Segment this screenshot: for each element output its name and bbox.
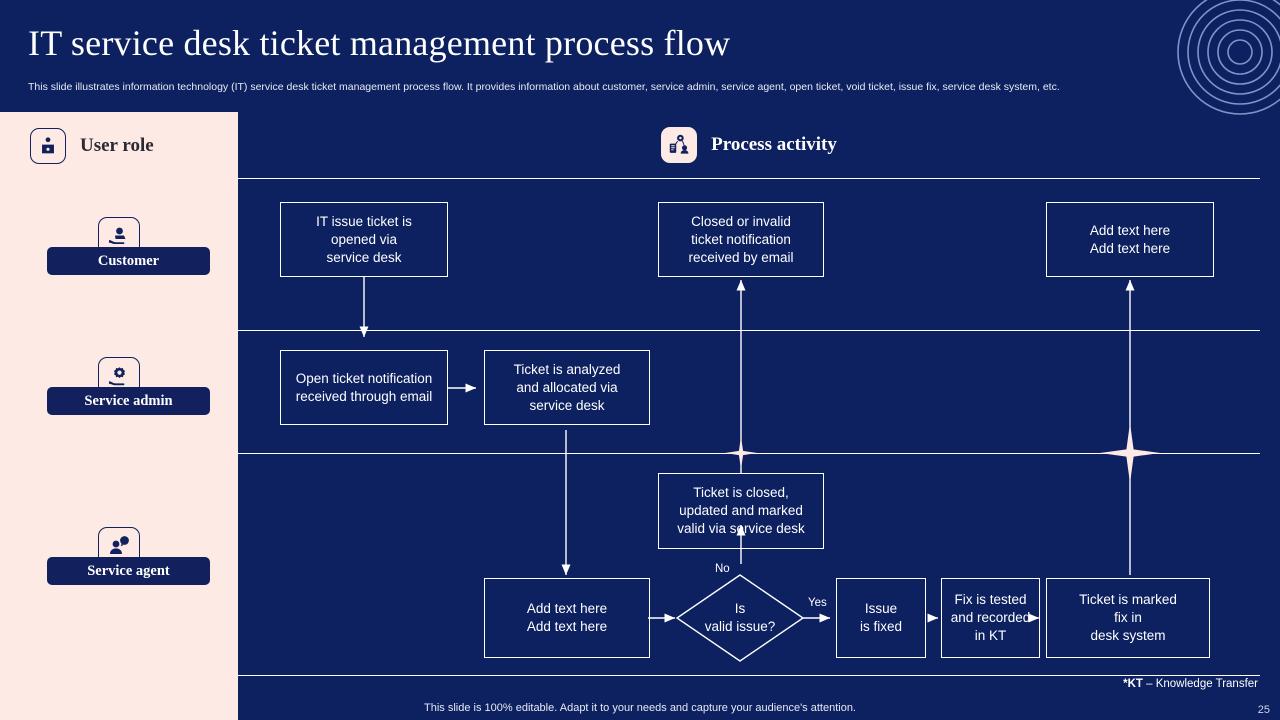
user-role-icon	[30, 128, 66, 164]
page-title: IT service desk ticket management proces…	[28, 23, 731, 63]
process-activity-header-label: Process activity	[711, 134, 837, 155]
kt-abbr: *KT	[1123, 678, 1143, 690]
footer-note: This slide is 100% editable. Adapt it to…	[424, 702, 856, 714]
swimlane-divider-header	[238, 178, 1260, 179]
user-role-header: User role	[30, 128, 154, 164]
process-activity-header: Process activity	[238, 112, 1260, 178]
swimlane-divider-1	[238, 330, 1260, 331]
sidebar-role-label-service-agent: Service agent	[47, 557, 210, 585]
sidebar-role-label-service-admin: Service admin	[47, 387, 210, 415]
process-activity-icon	[661, 127, 698, 163]
sparkle-decoration-1	[725, 437, 757, 469]
process-activity-panel: Process activity	[238, 112, 1260, 720]
sparkle-decoration-2	[1100, 423, 1160, 483]
swimlane-divider-3	[238, 675, 1260, 676]
spiral-decoration-top-right	[1177, 0, 1280, 115]
page-subtitle: This slide illustrates information techn…	[28, 81, 1060, 93]
kt-footnote: *KT – Knowledge Transfer	[1123, 678, 1258, 690]
edge-label-no: No	[715, 563, 730, 575]
slide-header: IT service desk ticket management proces…	[0, 0, 1280, 110]
sidebar-role-label-customer: Customer	[47, 247, 210, 275]
user-role-header-label: User role	[80, 135, 154, 156]
user-role-sidebar: User role Customer Service	[0, 112, 238, 720]
kt-text: – Knowledge Transfer	[1146, 678, 1258, 690]
edge-label-yes: Yes	[808, 597, 827, 609]
page-number: 25	[1257, 704, 1270, 716]
